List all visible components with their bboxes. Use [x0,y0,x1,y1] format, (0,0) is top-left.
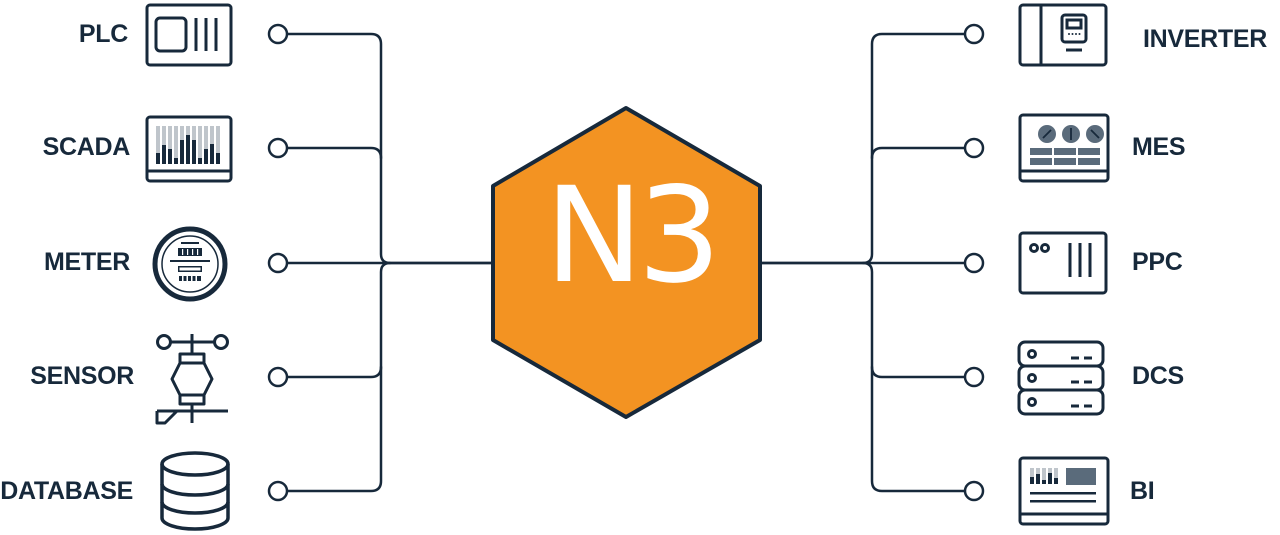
port-mes [963,137,985,159]
label-sensor: SENSOR [30,362,134,390]
connector-sensor [286,365,383,379]
port-scada [267,137,289,159]
meter-icon [152,226,228,302]
plc-icon [145,3,233,67]
connector-dcs [870,365,966,379]
inverter-icon [1018,3,1108,67]
hub-label: N3 [544,159,722,313]
label-inverter: INVERTER [1143,25,1268,53]
connector-scada [286,146,383,160]
mes-panel-icon [1018,113,1110,183]
connector-database [286,261,392,493]
port-ppc [963,252,985,274]
server-rack-icon [1017,340,1105,416]
label-dcs: DCS [1132,362,1184,390]
database-icon [160,451,230,531]
scada-chart-icon [145,115,233,183]
port-database [267,480,289,502]
weather-sensor-icon [155,334,229,425]
port-plc [267,23,289,45]
label-bi: BI [1130,477,1155,505]
port-dcs [963,366,985,388]
label-plc: PLC [78,20,128,48]
n3-hub-hexagon [491,106,762,419]
label-mes: MES [1132,133,1186,161]
bi-dashboard-icon [1018,456,1110,526]
label-meter: METER [43,248,130,276]
port-inverter [963,23,985,45]
label-ppc: PPC [1132,248,1183,276]
connector-bi [861,261,966,493]
ppc-icon [1018,231,1108,295]
label-scada: SCADA [42,133,131,161]
connector-mes [870,146,966,160]
port-sensor [267,366,289,388]
port-meter [267,252,289,274]
port-bi [963,480,985,502]
label-database: DATABASE [0,477,133,505]
